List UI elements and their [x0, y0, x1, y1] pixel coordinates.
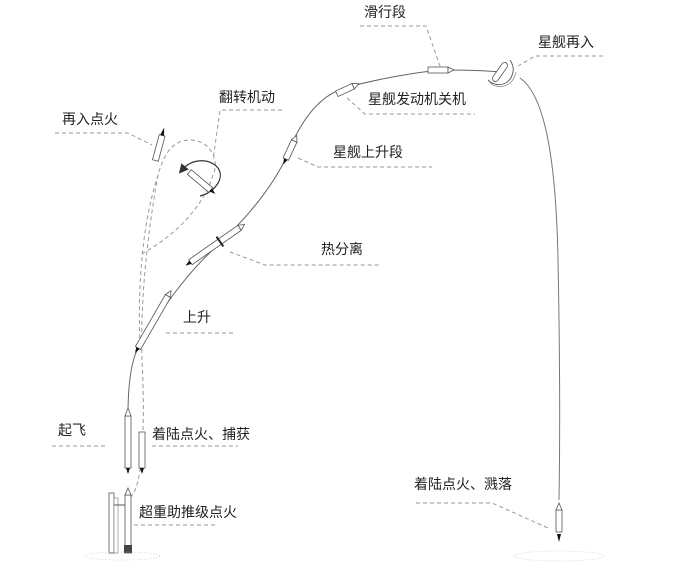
ship-descent-trajectory: [519, 77, 561, 501]
ship-splashdown-icon: [513, 501, 605, 562]
rocket-hot-staging-icon: [185, 223, 246, 266]
leader-reentry: [517, 55, 603, 67]
booster-flip-icon: [186, 169, 216, 194]
leader-engine-cutoff: [346, 97, 475, 115]
rocket-liftoff-icon: [124, 406, 132, 474]
launch-tower-icon: [83, 486, 161, 561]
label-booster-ignition: 超重助推级点火: [139, 505, 237, 521]
label-liftoff: 起飞: [58, 423, 86, 439]
label-ship-engine-cutoff: 星舰发动机关机: [368, 92, 466, 108]
ship-coast-icon: [427, 66, 455, 74]
label-ship-ascent: 星舰上升段: [333, 145, 403, 161]
rocket-boostback-icon: [151, 127, 166, 162]
ship-reentry-icon: [487, 59, 517, 87]
ship-ascent-icon: [282, 134, 298, 165]
label-boostback-burn: 再入点火: [62, 112, 118, 128]
leader-ship-ascent: [297, 157, 432, 168]
ascent-trajectory: [127, 69, 501, 416]
label-ascent: 上升: [183, 310, 211, 326]
booster-return-trajectory: [138, 139, 216, 346]
booster-landing-icon: [138, 431, 146, 474]
leader-coast: [360, 25, 441, 67]
leader-hot-staging: [229, 251, 380, 266]
label-ship-reentry: 星舰再入: [538, 35, 594, 51]
booster-return-down: [127, 174, 159, 501]
rocket-ascent-icon: [134, 290, 172, 354]
label-booster-landing-catch: 着陆点火、捕获: [152, 427, 250, 443]
label-hot-staging: 热分离: [321, 242, 363, 258]
label-coast: 滑行段: [364, 5, 406, 21]
leader-ship-landing: [416, 502, 549, 529]
leader-flip: [212, 109, 282, 161]
leader-boostback: [55, 132, 153, 146]
ship-engine-cutoff-icon: [335, 82, 360, 98]
label-ship-landing-splashdown: 着陆点火、溅落: [414, 477, 512, 493]
label-flip-maneuver: 翻转机动: [219, 90, 275, 106]
